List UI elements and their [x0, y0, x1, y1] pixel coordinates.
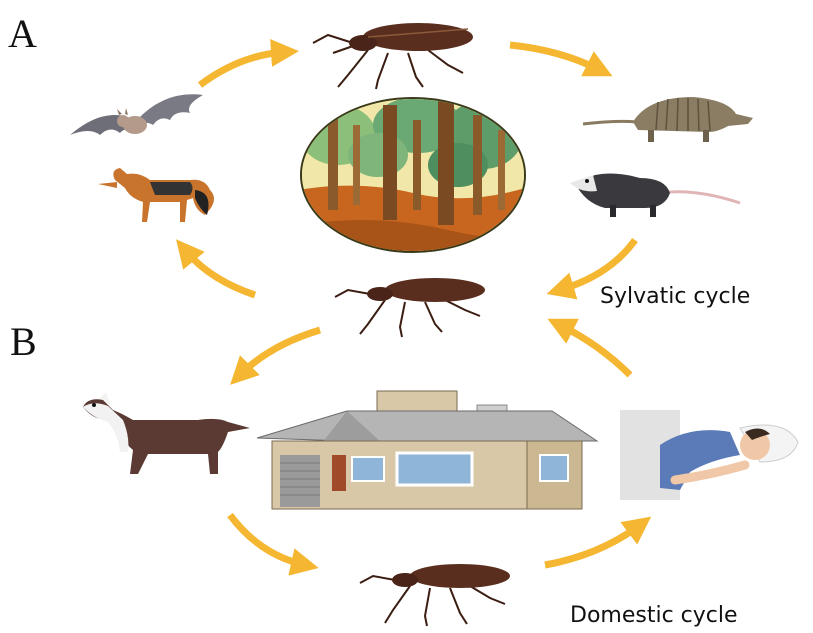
kissing-bug-icon [355, 558, 515, 628]
arrow-icon [230, 515, 305, 565]
arrow-icon [545, 525, 640, 565]
arrow-icon [240, 330, 320, 375]
arrow-icon [560, 325, 630, 375]
dog-icon [78, 392, 253, 482]
sleeping-person-icon [620, 410, 800, 500]
house-icon [252, 383, 597, 513]
